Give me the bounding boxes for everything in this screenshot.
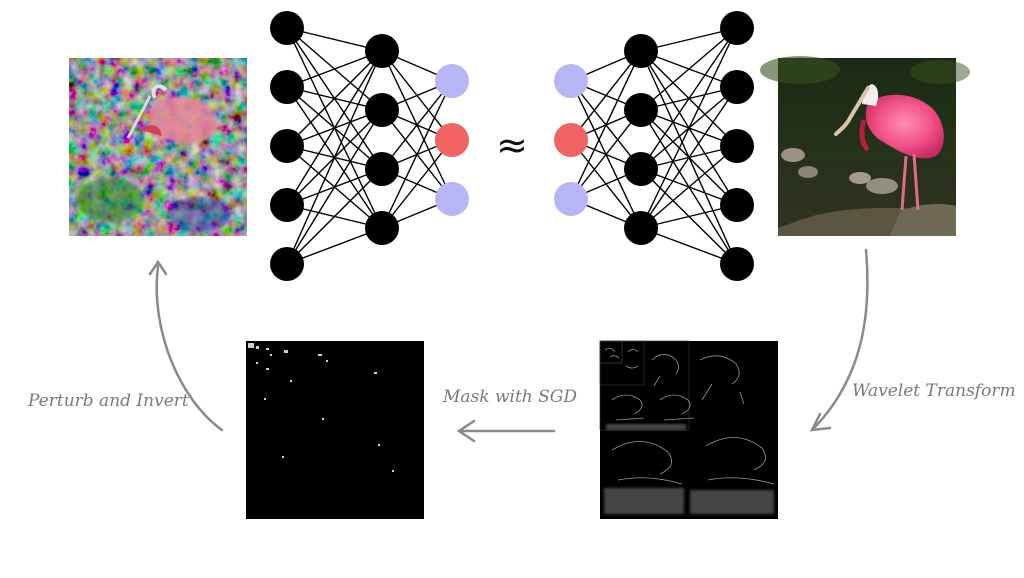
left-network-highlighted-node (435, 123, 469, 157)
arrows (148, 248, 869, 443)
right-network-edge (640, 27, 738, 229)
right-network-node (624, 34, 658, 68)
left-network-latent-node (435, 64, 469, 98)
left-network-latent-node (435, 182, 469, 216)
left-network-node (270, 129, 304, 163)
perturbed-spoonbill-image (69, 58, 247, 236)
left-network-node (270, 70, 304, 104)
perturb-and-invert-label: Perturb and Invert (27, 391, 189, 411)
right-network-edge (570, 109, 642, 200)
right-network-node (624, 152, 658, 186)
right-network-edge (640, 27, 738, 170)
approximately-equal-symbol: ≈ (496, 123, 528, 167)
perturb-and-invert-arrowhead (148, 259, 168, 276)
encoder-network (270, 11, 469, 281)
mask-with-sgd-arrowhead (456, 419, 476, 443)
left-network-edge (286, 50, 383, 147)
right-network-latent-node (554, 64, 588, 98)
wavelet-transform-label: Wavelet Transform (852, 381, 1016, 401)
left-network-edge (286, 50, 383, 265)
right-network-node (624, 211, 658, 245)
right-network-node (720, 129, 754, 163)
decoder-network (554, 11, 754, 281)
right-network-edge (570, 50, 642, 200)
left-network-edge (381, 139, 453, 229)
left-network-edge (381, 80, 453, 170)
left-network-node (270, 247, 304, 281)
right-network-node (624, 93, 658, 127)
sparse-masked-coefficients-image (246, 341, 424, 519)
right-network-node (720, 11, 754, 45)
left-network-edge (286, 168, 383, 265)
spoonbill-photo (760, 56, 970, 236)
left-network-edge (381, 80, 453, 229)
right-network-edge (640, 86, 738, 229)
right-network-edge (640, 227, 738, 265)
left-network-node (270, 11, 304, 45)
right-network-highlighted-node (554, 123, 588, 157)
right-network-latent-node (554, 182, 588, 216)
right-network-edge (640, 145, 738, 229)
left-network-node (365, 152, 399, 186)
left-network-edge (286, 109, 383, 265)
left-network-node (365, 34, 399, 68)
right-network-node (720, 247, 754, 281)
left-network-node (270, 188, 304, 222)
wavelet-coefficients-image (599, 340, 778, 519)
left-network-edge (286, 50, 383, 206)
perturb-and-invert-arrow (155, 264, 224, 432)
right-network-node (720, 188, 754, 222)
right-network-edge (570, 50, 642, 141)
right-network-edge (640, 27, 738, 111)
mask-with-sgd-label: Mask with SGD (442, 387, 577, 407)
wavelet-transform-arrowhead (809, 412, 832, 432)
right-network-node (720, 70, 754, 104)
wavelet-transform-arrow (812, 248, 869, 430)
left-network-node (365, 211, 399, 245)
left-network-node (365, 93, 399, 127)
